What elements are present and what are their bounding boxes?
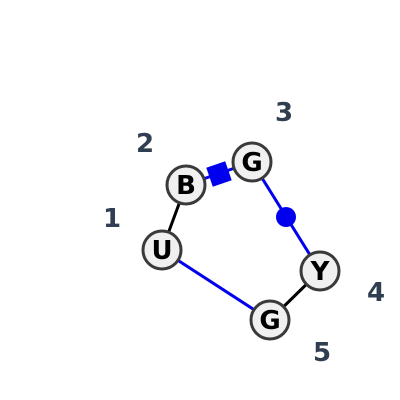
- position-label-3: 3: [275, 98, 293, 128]
- position-label-1: 1: [103, 204, 121, 234]
- node-g-top: G: [231, 141, 273, 183]
- node-g-bottom: G: [249, 299, 291, 341]
- node-letter-g-bottom: G: [259, 306, 280, 336]
- square-marker: [206, 161, 232, 187]
- node-u: U: [141, 229, 183, 271]
- edge-g-u: [161, 248, 271, 322]
- node-letter-b: B: [176, 171, 196, 201]
- position-label-2: 2: [136, 129, 154, 159]
- node-y: Y: [299, 250, 341, 292]
- node-letter-u: U: [151, 236, 172, 266]
- circle-marker: [276, 207, 296, 227]
- node-letter-g-top: G: [241, 148, 262, 178]
- position-label-5: 5: [313, 338, 331, 368]
- node-letter-y: Y: [310, 257, 331, 287]
- position-label-4: 4: [367, 278, 385, 308]
- node-b: B: [165, 164, 207, 206]
